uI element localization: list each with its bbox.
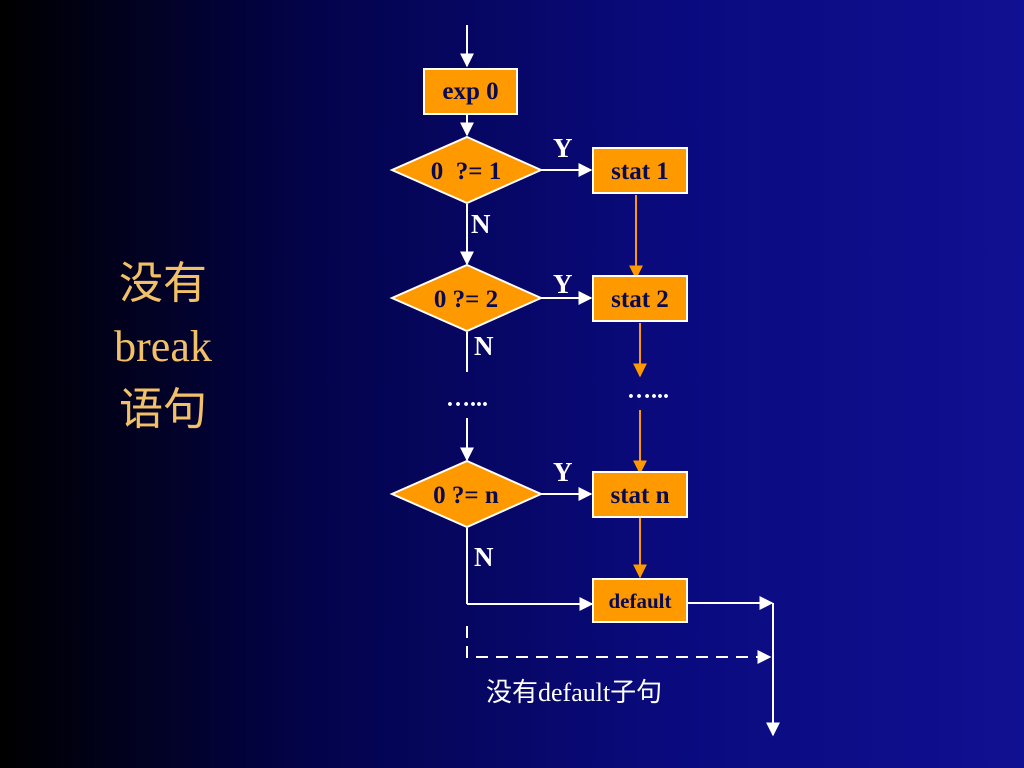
default-node: default bbox=[592, 578, 688, 623]
side-title-line2: break bbox=[114, 322, 212, 371]
no-default-caption: 没有default子句 bbox=[486, 678, 663, 707]
cond2-label: 0 ?= 2 bbox=[434, 286, 498, 313]
no-label-1: N bbox=[471, 209, 491, 239]
exp0-label: exp 0 bbox=[442, 78, 498, 105]
no-label-n: N bbox=[474, 542, 494, 572]
side-title: 没有 break 语句 bbox=[88, 252, 238, 441]
stat2-label: stat 2 bbox=[611, 286, 669, 313]
exp0-node: exp 0 bbox=[423, 68, 518, 115]
ellipsis-right: …... bbox=[627, 378, 669, 404]
stat2-node: stat 2 bbox=[592, 275, 688, 322]
no-default-dashed-arrow bbox=[466, 626, 772, 664]
condn-label: 0 ?= n bbox=[433, 482, 499, 509]
no-label-2: N bbox=[474, 331, 494, 361]
cond1-label: 0 ?= 1 bbox=[431, 158, 502, 185]
cond2-node: 0 ?= 2 bbox=[389, 263, 544, 333]
statn-label: stat n bbox=[610, 482, 669, 509]
yes-label-n: Y bbox=[553, 457, 573, 487]
side-title-line3: 语句 bbox=[119, 385, 207, 434]
condn-node: 0 ?= n bbox=[389, 459, 544, 529]
stat1-node: stat 1 bbox=[592, 147, 688, 194]
statn-node: stat n bbox=[592, 471, 688, 518]
default-label: default bbox=[609, 589, 672, 613]
yes-label-1: Y bbox=[553, 133, 573, 163]
cond1-node: 0 ?= 1 bbox=[389, 135, 544, 205]
side-title-line1: 没有 bbox=[119, 259, 207, 308]
stat1-label: stat 1 bbox=[611, 158, 669, 185]
ellipsis-left: …... bbox=[446, 386, 488, 412]
yes-label-2: Y bbox=[553, 269, 573, 299]
